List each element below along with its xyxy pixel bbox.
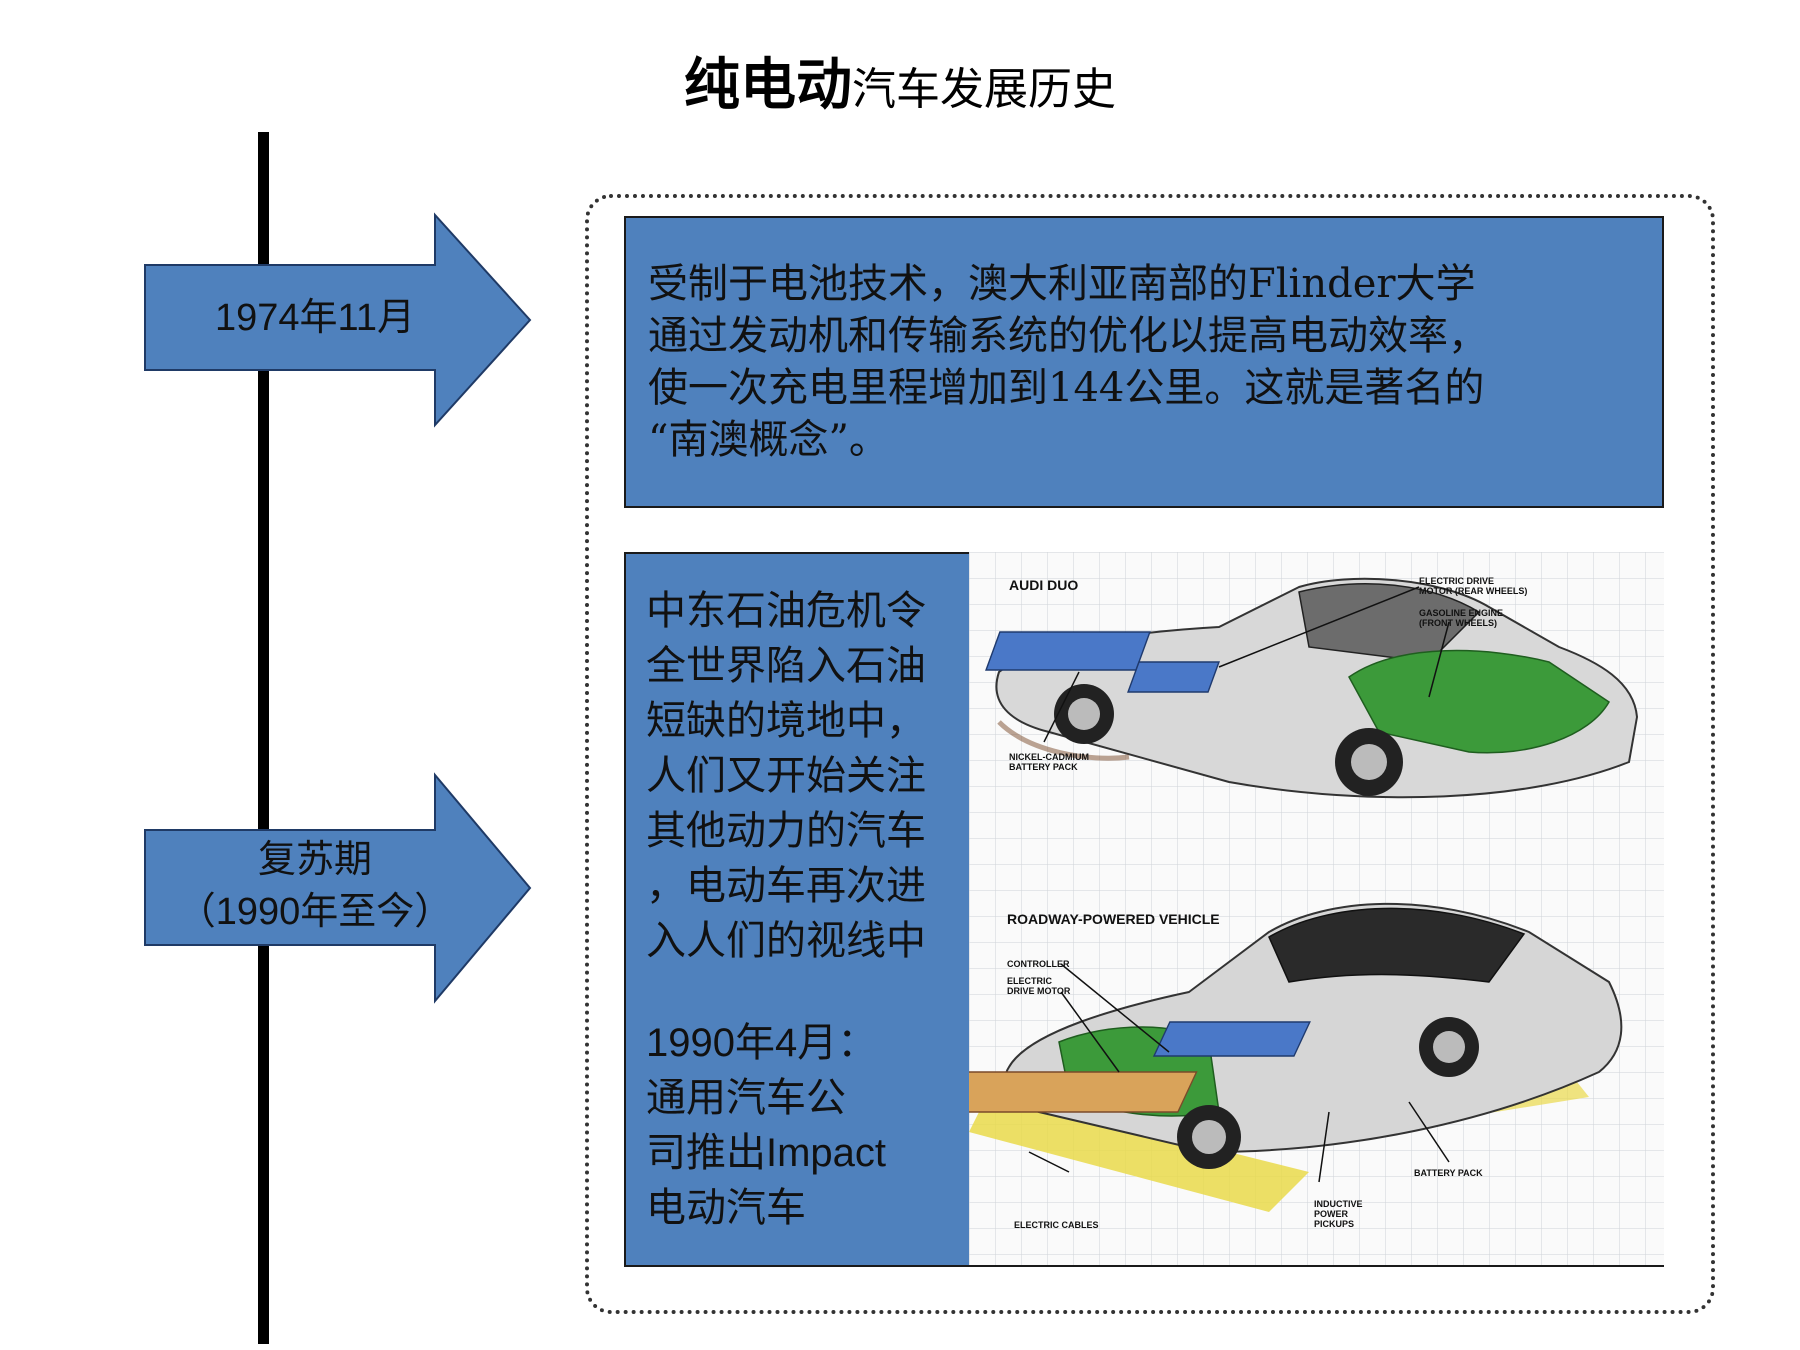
ev-illustration-svg: AUDI DUO ELECTRIC DRIVE MOTOR (REAR WHEE… xyxy=(969,552,1664,1265)
box2-line: 入人们的视线中 xyxy=(646,918,926,964)
cables-caption: ELECTRIC CABLES xyxy=(1014,1220,1099,1230)
box1-line: 通过发动机和传输系统的优化以提高电动效率， xyxy=(648,313,1488,359)
engine-caption: GASOLINE ENGINE xyxy=(1419,608,1503,618)
drive-motor-caption: DRIVE MOTOR xyxy=(1007,986,1071,996)
box1-line: 受制于电池技术，澳大利亚南部的Flinder大学 xyxy=(648,261,1476,307)
box2-date-line: 电动汽车 xyxy=(646,1185,806,1231)
battery-caption: BATTERY PACK xyxy=(1009,762,1078,772)
battery-caption: NICKEL-CADMIUM xyxy=(1009,752,1089,762)
page-title: 纯电动汽车发展历史 xyxy=(0,40,1800,121)
audi-duo-title: AUDI DUO xyxy=(1009,577,1078,593)
timeline-arrow-1974 xyxy=(144,212,532,428)
pickups-caption: PICKUPS xyxy=(1314,1219,1354,1229)
oil-crisis-box: 中东石油危机令 全世界陷入石油 短缺的境地中， 人们又开始关注 其他动力的汽车 … xyxy=(624,552,969,1267)
audi-duo-car-illustration xyxy=(985,577,1639,799)
battery-pack-caption: BATTERY PACK xyxy=(1414,1168,1483,1178)
pickups-caption: INDUCTIVE xyxy=(1314,1199,1363,1209)
controller-caption: CONTROLLER xyxy=(1007,959,1070,969)
motor-caption: ELECTRIC DRIVE xyxy=(1419,576,1494,586)
box2-date-line: 司推出Impact xyxy=(646,1131,887,1175)
pickups-caption: POWER xyxy=(1314,1209,1349,1219)
motor-caption: MOTOR (REAR WHEELS) xyxy=(1419,586,1527,596)
box1-line: 使一次充电里程增加到144公里。这就是著名的 xyxy=(648,365,1485,411)
box2-line: 短缺的境地中， xyxy=(646,698,926,744)
timeline-line xyxy=(258,132,269,1344)
content-frame xyxy=(585,194,1715,1314)
timeline-label-revival: 复苏期 （1990年至今） xyxy=(150,834,480,938)
box2-date-line: 通用汽车公 xyxy=(646,1075,846,1121)
timeline-arrow-revival xyxy=(144,772,532,1004)
page-title-bold: 纯电动 xyxy=(684,53,852,118)
revival-label-line2: （1990年至今） xyxy=(177,891,453,933)
box2-line: 中东石油危机令 xyxy=(646,588,926,634)
page-title-rest: 汽车发展历史 xyxy=(852,64,1116,115)
timeline-label-1974: 1974年11月 xyxy=(215,297,415,339)
box1-line: “南澳概念”。 xyxy=(648,417,889,463)
south-australia-concept-box: 受制于电池技术，澳大利亚南部的Flinder大学 通过发动机和传输系统的优化以提… xyxy=(624,216,1664,508)
box2-line: 人们又开始关注 xyxy=(646,753,926,799)
box2-line: 其他动力的汽车 xyxy=(646,808,926,854)
box2-line: 全世界陷入石油 xyxy=(646,643,926,689)
roadway-vehicle-title: ROADWAY-POWERED VEHICLE xyxy=(1007,911,1220,927)
revival-label-line1: 复苏期 xyxy=(257,839,372,881)
drive-motor-caption: ELECTRIC xyxy=(1007,976,1053,986)
box2-line: ，电动车再次进 xyxy=(646,863,926,909)
ev-illustration: AUDI DUO ELECTRIC DRIVE MOTOR (REAR WHEE… xyxy=(969,552,1664,1267)
box2-date-line: 1990年4月： xyxy=(646,1021,878,1065)
roadway-vehicle-illustration xyxy=(969,902,1623,1212)
engine-caption: (FRONT WHEELS) xyxy=(1419,618,1497,628)
